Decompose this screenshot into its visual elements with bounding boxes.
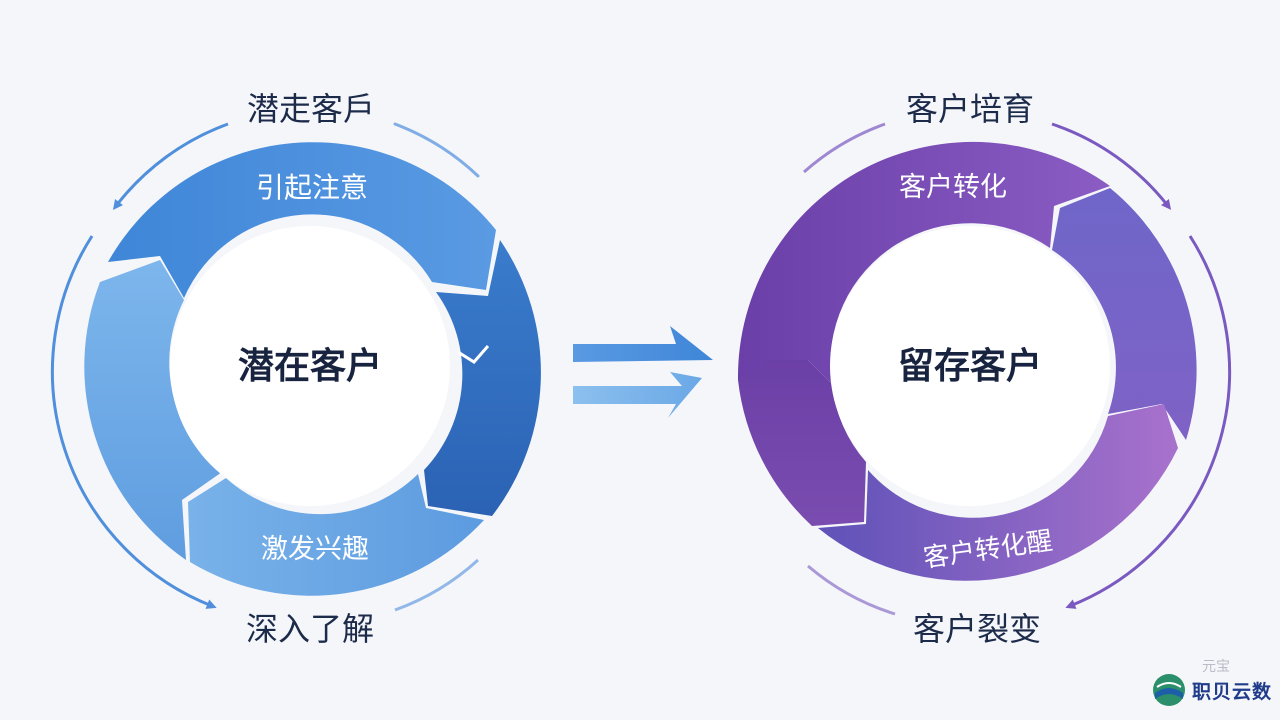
right-segment-top: [737, 141, 1110, 384]
right-outer-arc-topright: [1051, 122, 1172, 210]
left-segment-bottom-label: 激发兴趣: [261, 534, 369, 565]
left-segment-top-label: 引起注意: [256, 171, 368, 204]
right-segment-top-label: 客户转化: [899, 172, 1007, 203]
right-outer-arc-topleft: [803, 122, 886, 174]
left-outer-arc-topright: [393, 122, 480, 178]
left-segment-right: [424, 240, 541, 516]
left-center-label: 潜在客户: [238, 346, 382, 387]
brand-name: 职贝云数: [1191, 680, 1272, 703]
left-segment-left: [84, 260, 222, 560]
left-outer-bottom-label: 深入了解: [246, 610, 374, 648]
left-outer-top-label: 潜走客戶: [247, 90, 375, 128]
left-check-mark: [457, 345, 490, 364]
left-outer-arc-left: [50, 235, 217, 609]
left-outer-arc-top: [112, 122, 229, 210]
brand-logo-block: 职贝云数: [1152, 670, 1272, 710]
watermark-text: 元宝: [1202, 659, 1230, 675]
right-center-disc: [830, 226, 1110, 506]
left-center-disc: [170, 226, 450, 506]
right-segment-left: [738, 360, 866, 526]
right-segment-bottom: [818, 404, 1178, 581]
left-outer-arc-bottom: [394, 558, 480, 612]
right-outer-arc-right: [1065, 235, 1232, 609]
double-right-arrow-icon: [573, 326, 713, 418]
right-center-label: 留存客户: [898, 346, 1042, 387]
left-cycle: 潜走客戶 引起注意 潜在客户 激发兴趣 深入了解: [50, 90, 541, 648]
right-outer-bottom-label: 客户裂变: [913, 610, 1041, 648]
left-segment-top: [108, 142, 496, 298]
brand-globe-icon: [1152, 674, 1185, 706]
right-outer-arc-bottomleft: [807, 564, 896, 616]
right-cycle: 客户培育 客户转化 留存客户 客户转化醒 客户裂变: [737, 90, 1232, 648]
left-segment-bottom: [188, 474, 484, 596]
right-segment-right: [1052, 188, 1197, 440]
right-outer-top-label: 客户培育: [906, 90, 1034, 128]
